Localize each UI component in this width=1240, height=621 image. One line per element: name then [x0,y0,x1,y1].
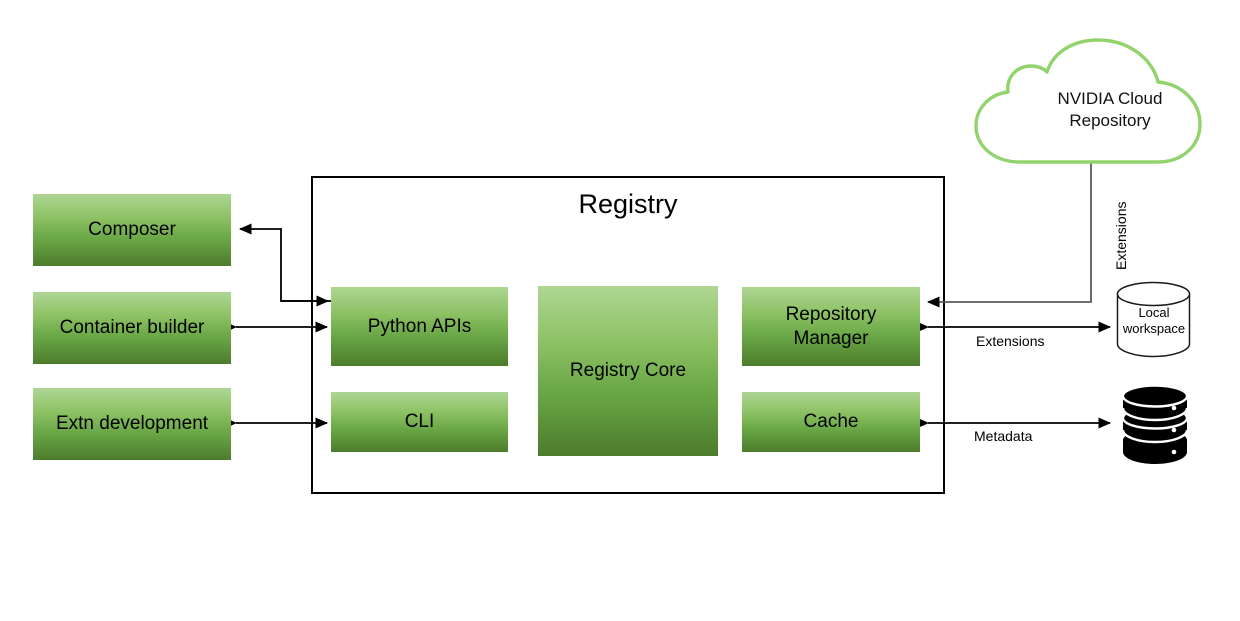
page-title: Registry [578,189,678,219]
local-workspace-cylinder[interactable] [1114,280,1196,362]
component-box-registry-core[interactable]: Registry Core [538,286,718,456]
database-stack-icon [1121,384,1189,464]
local-workspace-label-line2: workspace [1122,321,1186,337]
client-box-container-builder[interactable]: Container builder [33,292,231,364]
component-box-python-apis[interactable]: Python APIs [331,287,508,366]
edge-label-metadata: Metadata [974,428,1033,444]
cloud-label: NVIDIA Cloud Repository [1010,88,1210,133]
component-box-cache[interactable]: Cache [742,392,920,452]
edge-label-cloud-extensions: Extensions [1113,201,1129,270]
component-box-cli[interactable]: CLI [331,392,508,452]
component-box-repository-manager[interactable]: Repository Manager [742,287,920,366]
client-box-container-builder-label: Container builder [59,317,205,339]
local-workspace-label: Local workspace [1104,305,1204,338]
component-box-cli-label: CLI [404,411,435,433]
local-workspace-label-line1: Local [1138,305,1170,320]
cloud-shape[interactable] [968,38,1208,168]
component-box-repository-manager-label-line1: Repository [785,304,877,326]
component-box-repository-manager-label-line2: Manager [793,327,869,349]
component-box-cache-label: Cache [803,411,859,433]
cloud-label-line1: NVIDIA Cloud [1057,89,1163,108]
metadata-store-icon[interactable] [1119,382,1191,466]
component-box-registry-core-label: Registry Core [569,360,687,382]
edge-composer-to-python-apis [238,223,331,307]
cloud-icon [974,38,1202,164]
client-box-extn-development[interactable]: Extn development [33,388,231,460]
client-box-extn-development-label: Extn development [55,413,209,435]
cloud-label-line2: Repository [1069,111,1151,131]
client-box-composer-label: Composer [88,219,176,241]
edge-cloud-to-repository-manager [926,163,1092,308]
component-box-python-apis-label: Python APIs [367,315,472,337]
client-box-composer[interactable]: Composer [33,194,231,266]
cylinder-icon [1116,281,1191,358]
edge-label-workspace-extensions: Extensions [976,333,1045,349]
